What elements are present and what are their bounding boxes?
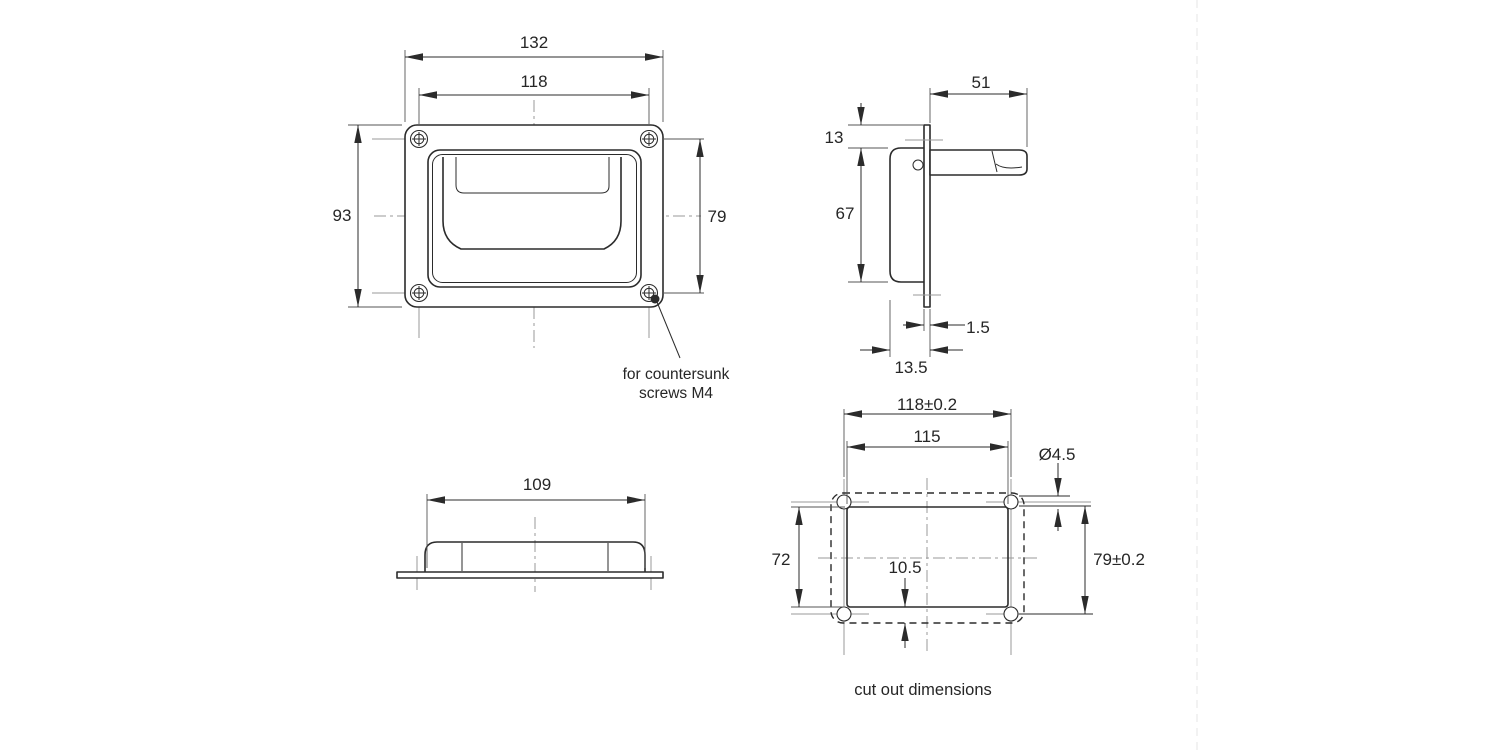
mounting-flange-profile <box>923 124 931 308</box>
dim-edge-to-cutout: 10.5 <box>888 558 922 648</box>
housing-body-profile <box>889 147 929 283</box>
dim-label-109: 109 <box>523 475 551 494</box>
dim-label-79-tol: 79±0.2 <box>1093 550 1145 569</box>
note-line-1: for countersunk <box>623 366 730 383</box>
handle-grip-edge <box>455 157 610 194</box>
cutout-rectangle <box>846 506 1009 608</box>
dim-overall-height: 93 <box>333 124 402 308</box>
mounting-hole <box>836 494 852 510</box>
housing-body-bottom-profile <box>424 541 646 572</box>
handle-plate-outline <box>404 124 664 308</box>
mounting-hole <box>1003 494 1019 510</box>
dim-label-72: 72 <box>772 550 791 569</box>
dim-label-13-5: 13.5 <box>894 358 927 377</box>
dim-label-93: 93 <box>333 206 352 225</box>
screw-hole-bottom-left <box>409 283 429 303</box>
dim-label-132: 132 <box>520 33 548 52</box>
recess-outer-edge <box>427 149 642 288</box>
plate-outline-dashed <box>830 492 1025 624</box>
cutout-view: 118±0.2 115 Ø4.5 72 79±0.2 <box>772 395 1145 699</box>
dim-label-118: 118 <box>520 72 547 91</box>
dim-label-13: 13 <box>825 128 844 147</box>
dim-cutout-hole-spacing-height: 79±0.2 <box>1019 506 1145 615</box>
dim-cutout-height: 72 <box>772 506 845 608</box>
countersunk-note: for countersunk screws M4 <box>623 294 730 402</box>
dim-hole-spacing-height: 79 <box>662 138 727 294</box>
dim-handle-length: 51 <box>929 73 1028 147</box>
handle-end-cap-edge <box>991 150 1023 173</box>
screw-hole-top-right <box>639 129 659 149</box>
dim-label-hole-diameter: Ø4.5 <box>1039 445 1076 464</box>
dim-hole-spacing-width: 118 <box>418 72 650 124</box>
dim-label-51: 51 <box>972 73 991 92</box>
dim-cutout-hole-spacing-width: 118±0.2 <box>843 395 1012 477</box>
dim-label-115: 115 <box>913 427 940 446</box>
dim-label-10-5: 10.5 <box>888 558 921 577</box>
dim-label-79: 79 <box>708 207 727 226</box>
dim-label-1-5: 1.5 <box>966 318 990 337</box>
dim-overall-width: 132 <box>404 33 664 122</box>
handle-bar-profile <box>929 149 1028 176</box>
flange-plate-bottom-profile <box>396 571 664 579</box>
pivot-hole <box>912 159 924 171</box>
dim-hole-diameter: Ø4.5 <box>1019 445 1091 531</box>
dim-mounting-depth: 13.5 <box>860 300 963 377</box>
leader-dot <box>650 294 660 304</box>
leader-line <box>656 301 681 359</box>
mounting-hole <box>836 606 852 622</box>
cutout-caption: cut out dimensions <box>854 681 992 699</box>
dim-body-height: 67 <box>836 148 888 283</box>
recess-inner-edge <box>432 154 637 283</box>
note-line-2: screws M4 <box>639 385 713 402</box>
bottom-view: 109 <box>396 475 664 592</box>
mounting-hole <box>1003 606 1019 622</box>
dim-flange-to-body-top: 13 <box>825 103 924 149</box>
dim-cutout-width: 115 <box>846 427 1009 504</box>
dim-label-118-tol: 118±0.2 <box>897 395 957 414</box>
handle-bail-outline <box>442 157 622 250</box>
dim-label-67: 67 <box>836 204 855 223</box>
front-view: 132 118 93 79 for countersunk scr <box>333 33 730 402</box>
screw-hole-top-left <box>409 129 429 149</box>
side-view: 51 13 67 1.5 13.5 <box>825 73 1028 377</box>
dim-body-width: 109 <box>426 475 646 568</box>
